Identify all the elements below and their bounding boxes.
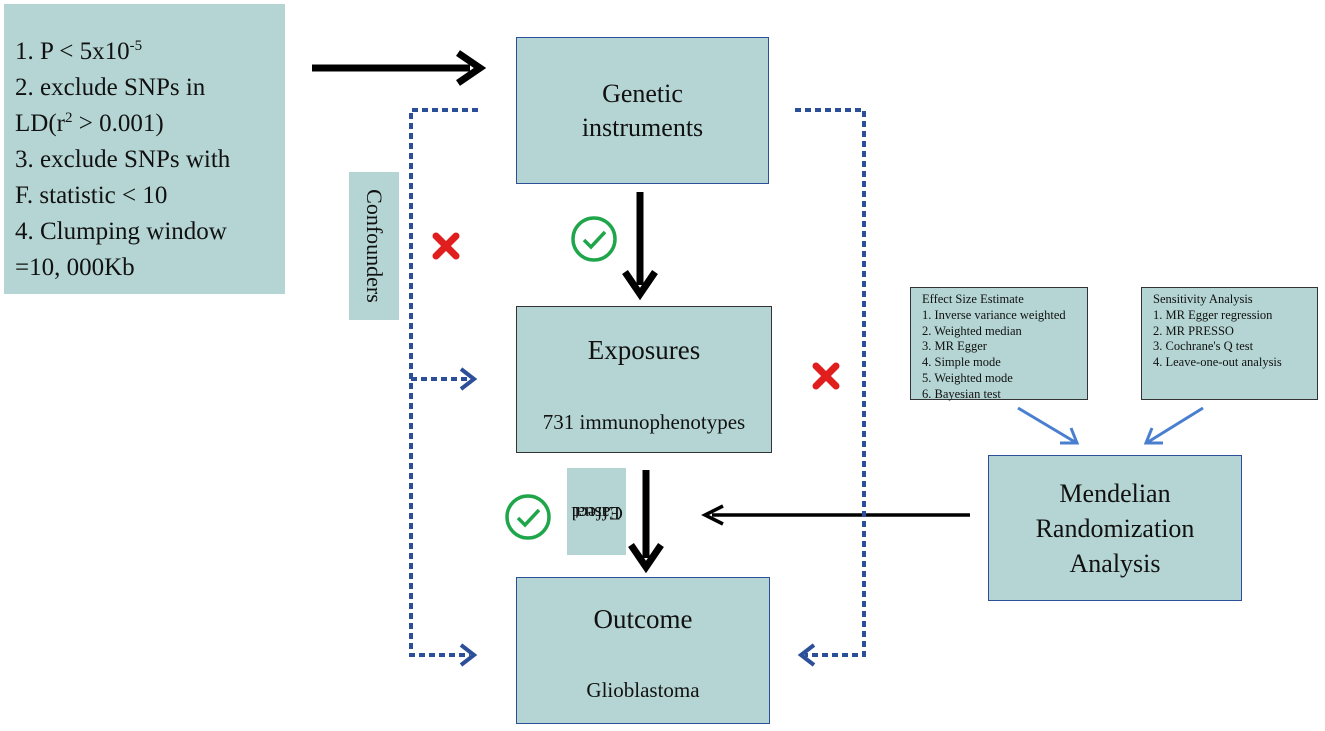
sensitivity-analysis-box: Sensitivity Analysis 1. MR Egger regress…: [1141, 287, 1318, 400]
genetic-instruments-box: Genetic instruments: [516, 37, 769, 184]
exposures-subtitle: 731 immunophenotypes: [542, 410, 746, 434]
cross-icon: [812, 362, 840, 390]
exposures-box: Exposures 731 immunophenotypes: [516, 306, 772, 453]
arrow-genetic-to-exposures: [622, 192, 658, 301]
criteria-line-4: 3. exclude SNPs with: [15, 146, 231, 173]
effect-size-item: 5. Weighted mode: [922, 370, 1013, 385]
outcome-subtitle: Glioblastoma: [586, 678, 700, 702]
genetic-line-2: instruments: [581, 112, 704, 142]
sensitivity-item: 3. Cochrane's Q test: [1153, 339, 1254, 354]
criteria-line-7: =10, 000Kb: [15, 254, 135, 281]
arrow-sensitivity-to-mr: [1143, 406, 1204, 445]
sensitivity-item: 2. MR PRESSO: [1153, 323, 1234, 338]
dotted-confounder-path-right: [795, 108, 866, 667]
effect-size-item: 2. Weighted median: [922, 323, 1022, 338]
cross-icon: [432, 232, 460, 260]
criteria-line-1: 1. P < 5x10-5: [15, 38, 143, 65]
arrow-mr-to-causal-effect: [701, 504, 970, 526]
effect-size-estimate-box: Effect Size Estimate 1. Inverse variance…: [910, 287, 1088, 401]
effect-size-title: Effect Size Estimate: [922, 292, 1024, 306]
criteria-line-3: LD(r2 > 0.001): [15, 110, 164, 137]
criteria-line-6: 4. Clumping window: [15, 218, 227, 245]
sensitivity-item: 4. Leave-one-out analysis: [1153, 355, 1282, 370]
effect-size-item: 1. Inverse variance weighted: [922, 307, 1066, 322]
selection-criteria-box: 1. P < 5x10-5 2. exclude SNPs in LD(r2 >…: [4, 4, 285, 294]
outcome-box: Outcome Glioblastoma: [516, 577, 770, 724]
effect-size-item: 4. Simple mode: [922, 355, 1001, 370]
check-icon: [505, 494, 551, 540]
arrow-exposures-to-outcome: [628, 470, 664, 574]
arrow-effect-to-mr: [1017, 406, 1080, 445]
genetic-line-1: Genetic: [602, 78, 683, 108]
effect-size-item: 3. MR Egger: [922, 339, 987, 354]
arrow-criteria-to-genetic: [312, 50, 487, 86]
outcome-title: Outcome: [593, 604, 693, 634]
mr-line-3: Analysis: [1069, 548, 1161, 578]
confounders-label-box: Confounders: [349, 172, 399, 320]
sensitivity-item: 1. MR Egger regression: [1153, 307, 1273, 322]
exposures-title: Exposures: [587, 335, 701, 365]
criteria-line-2: 2. exclude SNPs in: [15, 74, 206, 101]
check-icon: [571, 216, 617, 262]
criteria-line-5: F. statistic < 10: [15, 182, 168, 209]
effect-size-item: 6. Bayesian test: [922, 386, 1001, 401]
dotted-confounder-path-left: [409, 108, 478, 667]
mendelian-randomization-box: Mendelian Randomization Analysis: [988, 455, 1242, 601]
mr-line-2: Randomization: [1035, 513, 1195, 543]
sensitivity-title: Sensitivity Analysis: [1153, 292, 1253, 306]
mr-line-1: Mendelian: [1059, 478, 1171, 508]
